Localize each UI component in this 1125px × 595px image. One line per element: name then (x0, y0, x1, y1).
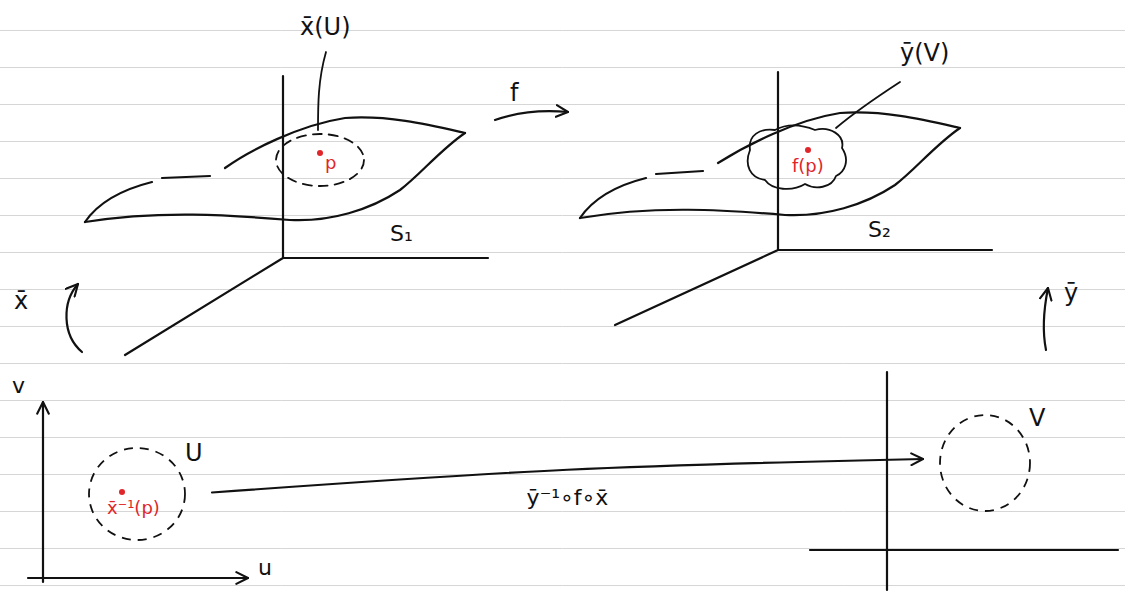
surface-label: S₂ (868, 218, 891, 242)
point-label: x̄⁻¹(p) (107, 498, 160, 518)
point-dot (805, 147, 811, 153)
map-arrow (495, 111, 568, 120)
patch-outline (276, 134, 364, 186)
chart-domain: Ux̄⁻¹(p) (85, 440, 210, 545)
patch-label: ȳ(V) (900, 40, 949, 66)
chart-label: ȳ (1064, 280, 1078, 306)
dashed-region (940, 415, 1030, 511)
patch-label: x̄(U) (300, 14, 351, 40)
dashed-region (89, 448, 185, 540)
chart-label: x̄ (14, 288, 28, 314)
region-outline (925, 405, 1055, 513)
plane-axis (42, 402, 44, 582)
point-dot (119, 489, 125, 495)
axis-label: u (258, 556, 272, 580)
point-label: f(p) (792, 156, 824, 176)
leader-line (318, 52, 326, 130)
surface-edge (580, 112, 960, 218)
point-label: p (325, 153, 336, 173)
composite-map-arrow (212, 459, 923, 493)
region-name: V (1029, 405, 1045, 431)
map-label: ȳ⁻¹∘f∘x̄ (524, 486, 612, 510)
map-label: f (510, 80, 518, 106)
region-name: U (185, 440, 203, 466)
plane-axis (28, 577, 248, 579)
axes-3d (615, 72, 992, 325)
surface-edge (85, 117, 465, 222)
patch-outline (748, 125, 846, 189)
chart-image: V (925, 405, 1055, 513)
region-outline (85, 440, 210, 545)
surface-edge (580, 128, 960, 218)
axis-label: v (12, 374, 25, 398)
leader-line (836, 82, 900, 128)
chart-arrow (66, 284, 82, 352)
chart-arrow (1044, 288, 1048, 350)
surface-label: S₁ (390, 222, 413, 246)
plane-axis (810, 372, 1118, 590)
point-dot (317, 150, 323, 156)
surface-edge (85, 133, 465, 222)
